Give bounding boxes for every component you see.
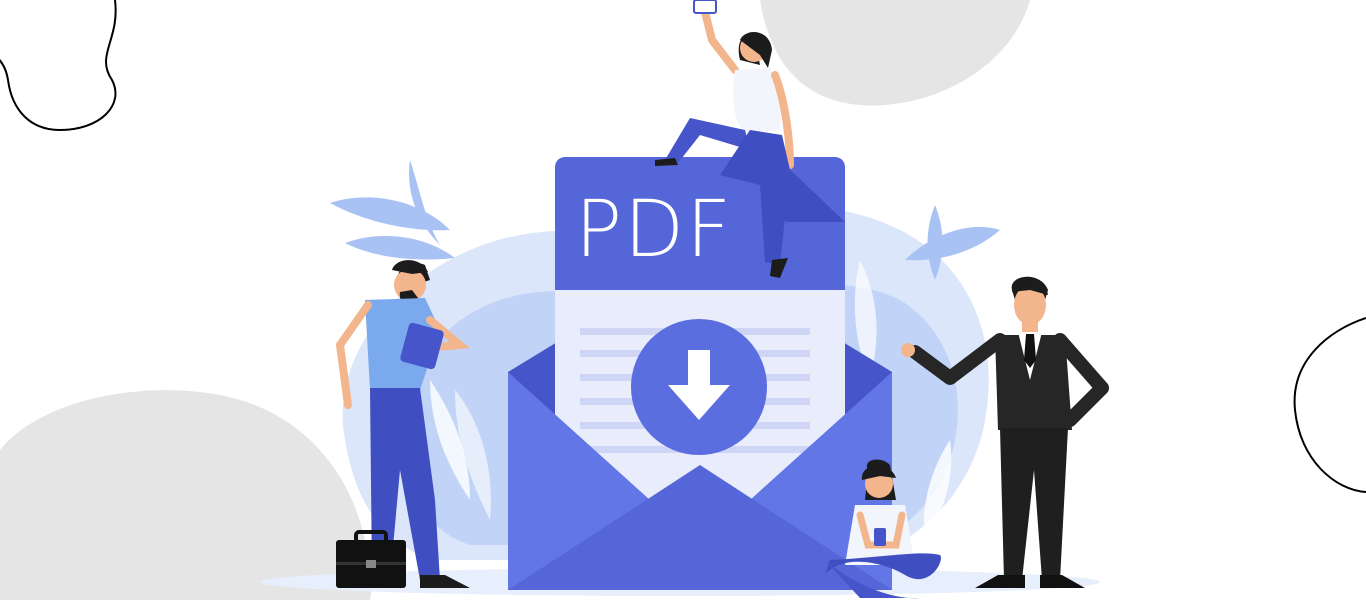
outline-doodle-right	[1293, 317, 1366, 493]
tablet-icon	[400, 322, 444, 370]
pdf-label: PDF	[575, 185, 733, 275]
businessman-figure	[901, 276, 1109, 588]
download-arrow-icon	[668, 350, 730, 420]
woman-with-phone-figure	[825, 459, 941, 599]
man-with-tablet-figure	[335, 260, 471, 588]
woman-sitting-figure	[655, 0, 794, 278]
envelope-bottom-flap	[508, 465, 892, 590]
outline-doodle-top-left	[0, 0, 117, 132]
phone-icon	[874, 528, 886, 546]
leaves-left	[330, 160, 491, 520]
gray-blob-top	[760, 0, 1030, 106]
gray-blob-bottom-left	[0, 390, 372, 600]
briefcase-icon	[336, 530, 406, 588]
envelope-left-flap	[508, 372, 650, 590]
document-fold	[780, 160, 845, 222]
phone-icon	[693, 0, 717, 14]
leaves-right	[854, 205, 1000, 540]
